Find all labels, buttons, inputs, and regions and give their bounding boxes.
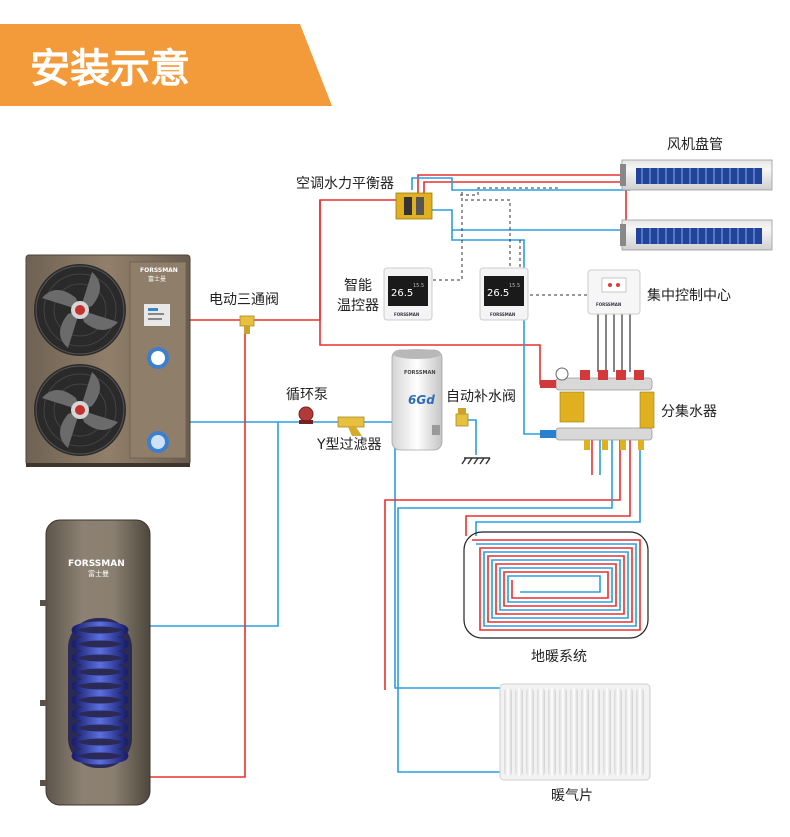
hot-water-tank: FORSSMAN 富士曼 — [40, 519, 151, 806]
expansion-tank-brand: FORSSMAN — [404, 370, 436, 376]
heat-pump-brand-cn: 富士曼 — [148, 275, 166, 283]
control-wires — [597, 312, 631, 372]
label-control-center: 集中控制中心 — [647, 287, 731, 304]
heat-pump-unit: FORSSMAN 富士曼 — [25, 254, 191, 467]
label-floor-heating: 地暖系统 — [531, 649, 587, 665]
hydraulic-balancer — [395, 192, 433, 220]
thermostat-brand: FORSSMAN — [394, 312, 419, 317]
tank-brand: FORSSMAN — [68, 559, 125, 569]
label-smart-thermostat-line1: 智能 — [344, 278, 372, 294]
pipe-network — [150, 168, 641, 778]
expansion-tank: FORSSMAN 6Gd — [391, 349, 443, 451]
label-auto-fill-valve: 自动补水阀 — [446, 389, 516, 405]
fan-icon — [34, 264, 126, 356]
fan-coil-unit — [620, 159, 773, 191]
label-y-filter: Y型过滤器 — [316, 437, 382, 453]
signal-lines — [432, 187, 590, 296]
label-smart-thermostat-line2: 温控器 — [337, 298, 379, 314]
fan-icon — [34, 364, 126, 456]
label-three-way-valve: 电动三通阀 — [209, 292, 279, 308]
thermostat-2: 26.5 15.5 FORSSMAN — [479, 267, 529, 321]
thermostat-1: 26.5 15.5 FORSSMAN — [383, 267, 433, 321]
control-center: FORSSMAN — [587, 269, 641, 315]
three-way-valve — [239, 315, 255, 334]
thermostat-temp: 26.5 — [391, 288, 413, 299]
page-title: 安装示意 — [30, 46, 190, 92]
label-fan-coil: 风机盘管 — [667, 136, 723, 153]
label-circulation-pump: 循环泵 — [286, 387, 328, 403]
y-filter-icon — [337, 416, 365, 436]
label-radiator: 暖气片 — [551, 788, 593, 804]
label-balancer: 空调水力平衡器 — [296, 176, 394, 192]
expansion-tank-logo: 6Gd — [408, 393, 435, 407]
circulation-pump-icon — [298, 406, 314, 424]
gauge-icon — [555, 367, 569, 381]
control-center-brand: FORSSMAN — [596, 302, 621, 307]
title-banner: 安装示意 — [0, 24, 332, 106]
heat-pump-brand: FORSSMAN — [140, 267, 178, 274]
fan-coil-unit — [620, 219, 773, 251]
ground-icon — [461, 457, 491, 465]
thermostat-small: 15.5 — [413, 283, 424, 289]
thermostat-temp: 26.5 — [487, 288, 509, 299]
floor-heating-loop — [463, 531, 649, 639]
auto-fill-valve-icon — [455, 408, 469, 427]
label-manifold: 分集水器 — [661, 403, 717, 420]
radiator — [499, 683, 651, 781]
thermostat-brand: FORSSMAN — [490, 312, 515, 317]
tank-brand-cn: 富士曼 — [88, 569, 109, 578]
manifold — [540, 367, 655, 450]
thermostat-small: 15.5 — [509, 283, 520, 289]
coil-icon — [71, 621, 129, 765]
